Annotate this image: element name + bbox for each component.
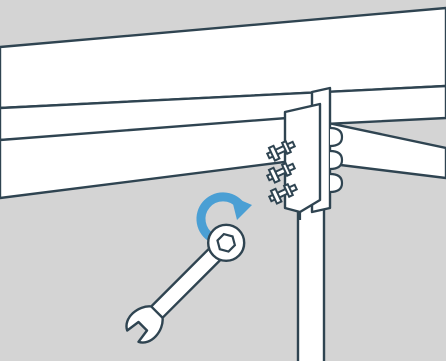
beam-side-face [0,84,446,142]
bolt-icon [265,139,297,162]
bolt-icon [265,161,297,184]
wrench-hex-opening [216,232,237,253]
clockwise-rotation-arrow-icon [196,192,252,242]
wrench-icon [125,223,246,344]
rotation-arrowhead [231,196,252,220]
bolt-icon [267,182,299,205]
beam-panel [0,6,446,142]
bolts [265,139,299,205]
post-body [296,198,326,361]
beam-top-face [0,6,446,110]
bracket-knuckle [329,126,344,148]
wrench-open-end [125,305,164,344]
vertical-post [296,198,326,361]
bracket-knuckle [329,172,344,194]
bracket-knuckle [329,149,344,171]
